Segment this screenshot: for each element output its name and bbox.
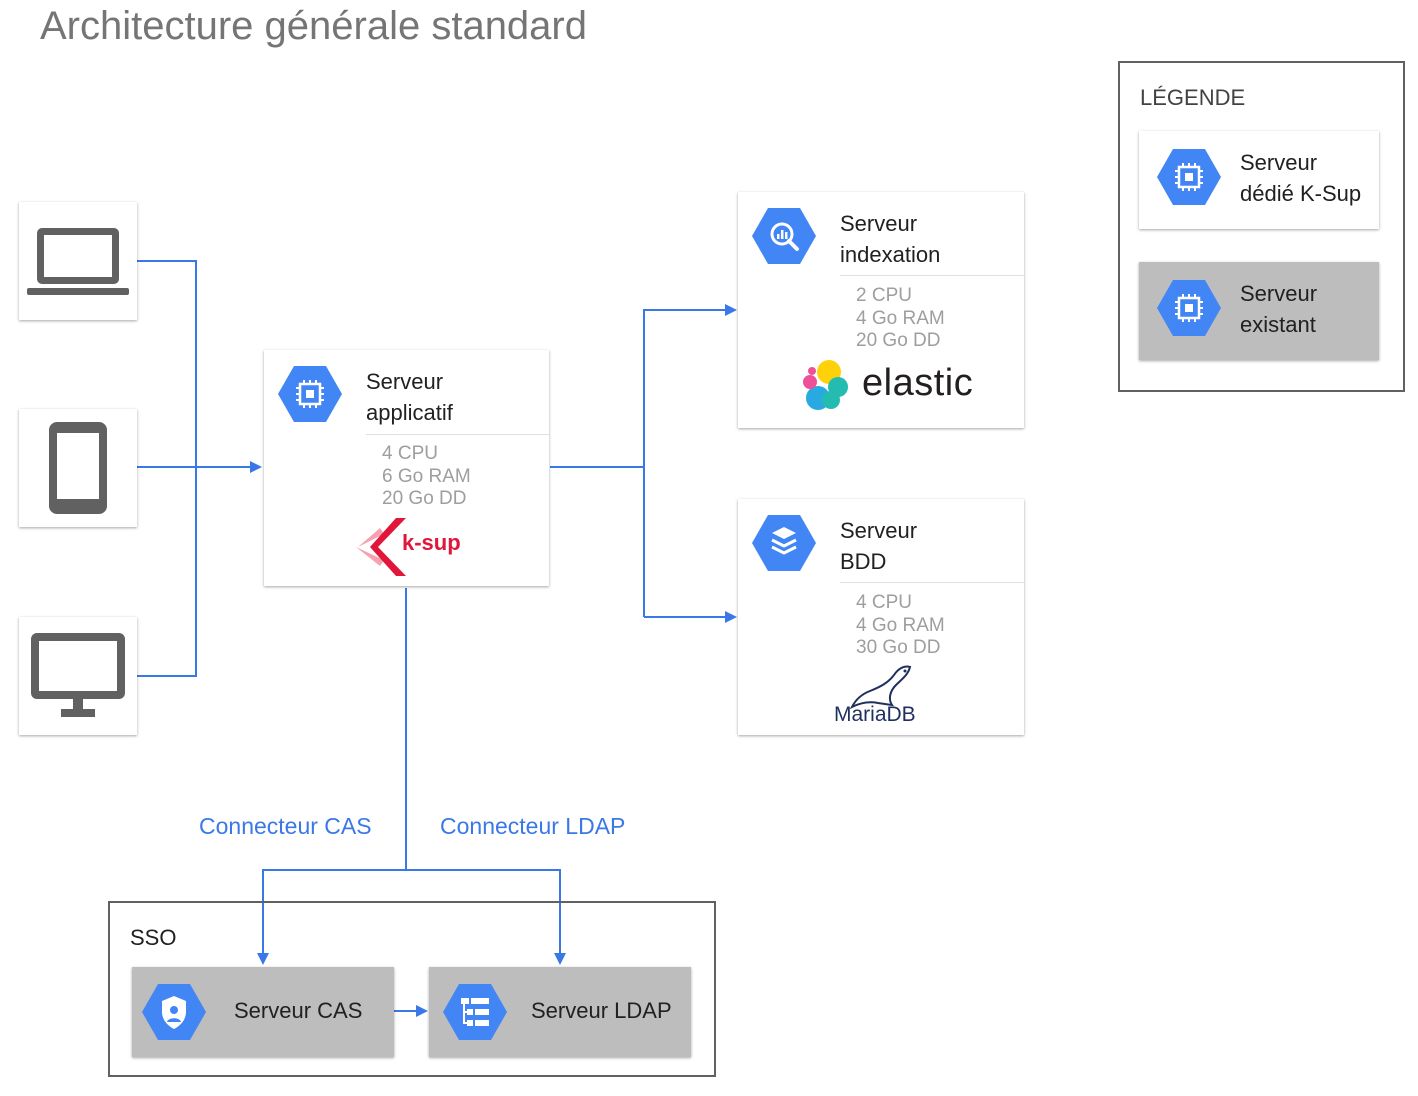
app-server-name-line1: Serveur (366, 369, 444, 394)
legend-dedicated-label: Serveur dédié K-Sup (1240, 147, 1361, 209)
laptop-icon (27, 228, 129, 295)
cas-server-card: Serveur CAS (132, 967, 394, 1057)
elastic-logo: elastic (798, 358, 978, 414)
app-server-name: Serveur applicatif (366, 366, 453, 428)
index-server-name: Serveur indexation (840, 208, 940, 270)
legend-dedicated-line1: Serveur (1240, 150, 1318, 175)
legend-dedicated-line2: dédié K-Sup (1240, 181, 1362, 206)
sso-split-line (262, 869, 561, 962)
db-server-name-line1: Serveur (840, 518, 918, 543)
tablet-icon (49, 422, 107, 514)
search-server-icon (752, 208, 816, 264)
desktop-icon (31, 633, 125, 717)
mariadb-logo: MariaDB (834, 663, 934, 731)
legend-dedicated-card: Serveur dédié K-Sup (1139, 131, 1379, 229)
client-tablet-card (19, 409, 137, 527)
client-laptop-card (19, 202, 137, 320)
ksup-logo: k-sup (356, 516, 466, 578)
legend-existing-line2: existant (1240, 312, 1316, 337)
app-server-specs: 4 CPU 6 Go RAM 20 Go DD (382, 443, 471, 511)
mariadb-logo-text: MariaDB (834, 703, 916, 726)
app-server-card: Serveur applicatif 4 CPU 6 Go RAM 20 Go … (264, 350, 549, 586)
ldap-connector-label: Connecteur LDAP (440, 813, 626, 839)
spec-cpu: 2 CPU (856, 285, 912, 306)
ksup-logo-mark (356, 518, 406, 576)
spec-ram: 4 Go RAM (856, 307, 945, 329)
elastic-logo-text: elastic (862, 362, 974, 404)
security-shield-icon (142, 984, 206, 1040)
divider (366, 434, 549, 435)
to-index-arrow (643, 304, 737, 617)
spec-disk: 20 Go DD (856, 330, 941, 351)
cas-connector-label: Connecteur CAS (199, 813, 372, 839)
legend-existing-card: Serveur existant (1139, 262, 1379, 360)
spec-ram: 4 Go RAM (856, 614, 945, 636)
client-bus-line (130, 260, 197, 677)
app-server-name-line2: applicatif (366, 400, 453, 425)
sso-label: SSO (130, 925, 177, 950)
ldap-server-card: Serveur LDAP (429, 967, 691, 1057)
sso-frame: SSO (108, 901, 716, 1077)
ksup-logo-text: k-sup (402, 530, 461, 555)
db-server-name: Serveur BDD (840, 515, 917, 577)
db-server-card: Serveur BDD 4 CPU 4 Go RAM 30 Go DD Mari… (738, 499, 1024, 735)
sea-lion-icon (849, 665, 912, 709)
divider (840, 582, 1024, 583)
legend-frame: LÉGENDE Serveur dédié K-Sup Serveur exis… (1118, 61, 1405, 392)
index-server-card: Serveur indexation 2 CPU 4 Go RAM 20 Go … (738, 192, 1024, 428)
legend-title: LÉGENDE (1140, 85, 1246, 110)
elastic-logo-mark (803, 360, 848, 410)
legend-existing-line1: Serveur (1240, 281, 1318, 306)
index-server-name-line2: indexation (840, 242, 941, 267)
cas-server-label: Serveur CAS (234, 998, 363, 1023)
index-server-specs: 2 CPU 4 Go RAM 20 Go DD (856, 285, 945, 353)
spec-cpu: 4 CPU (382, 443, 438, 464)
divider (840, 275, 1024, 276)
spec-cpu: 4 CPU (856, 592, 912, 613)
page-title: Architecture générale standard (40, 4, 587, 48)
compute-engine-icon (278, 366, 342, 422)
directory-list-icon (443, 984, 507, 1040)
compute-engine-icon (1157, 149, 1221, 205)
compute-engine-icon (1157, 280, 1221, 336)
client-desktop-card (19, 617, 137, 735)
db-server-name-line2: BDD (840, 549, 887, 574)
spec-disk: 30 Go DD (856, 637, 941, 658)
legend-existing-label: Serveur existant (1240, 278, 1317, 340)
spec-disk: 20 Go DD (382, 488, 467, 509)
ldap-server-label: Serveur LDAP (531, 998, 672, 1023)
database-icon (752, 515, 816, 571)
spec-ram: 6 Go RAM (382, 465, 471, 487)
index-server-name-line1: Serveur (840, 211, 918, 236)
db-server-specs: 4 CPU 4 Go RAM 30 Go DD (856, 592, 945, 660)
